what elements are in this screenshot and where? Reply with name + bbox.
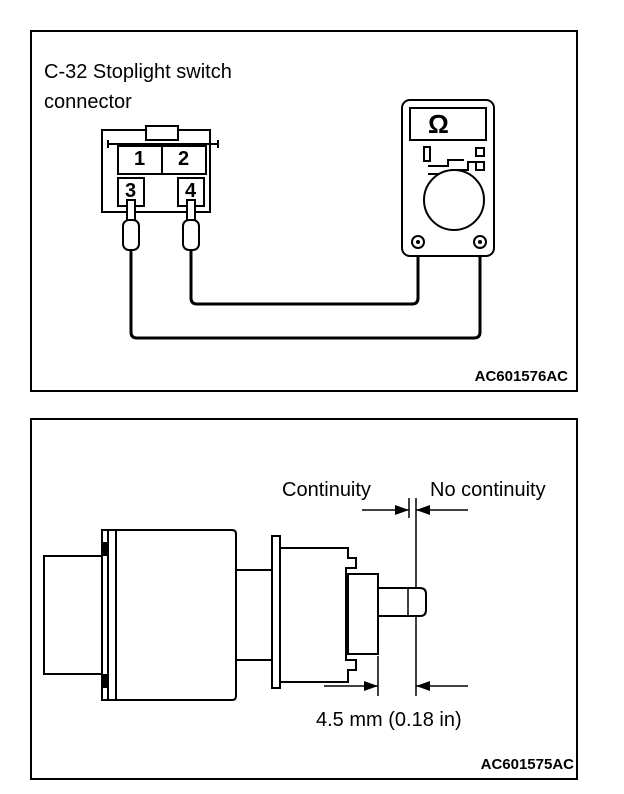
connector-title-line2: connector <box>44 91 132 113</box>
pin-label-3: 3 <box>125 180 137 202</box>
pin-label-4: 4 <box>185 180 197 202</box>
switch-housing-connector <box>43 555 107 675</box>
lead-wire-pin3 <box>129 244 482 340</box>
continuity-label: Continuity <box>282 479 371 501</box>
connector-check-panel: C-32 Stoplight switch connector 1 2 3 4 … <box>30 30 578 392</box>
connector-wiring-diagram <box>101 99 495 340</box>
dimension-label: 4.5 mm (0.18 in) <box>316 709 462 731</box>
connector-latch <box>145 125 179 141</box>
pin-cell-2 <box>161 145 207 175</box>
stoplight-switch-drawing <box>43 498 468 701</box>
ohmmeter <box>401 99 495 257</box>
connector-title-line1: C-32 Stoplight switch <box>44 61 232 83</box>
selector-dial <box>423 169 485 231</box>
meter-display <box>409 107 487 141</box>
continuity-boundary-marks <box>362 498 468 588</box>
plunger-sleeve <box>347 573 379 655</box>
stroke-dimension-marks <box>324 616 468 696</box>
ohm-symbol: Ω <box>428 109 449 139</box>
lead-wire-pin4 <box>189 244 420 306</box>
probe-right <box>182 199 200 251</box>
figure-code: AC601576AC <box>474 368 568 385</box>
switch-thread <box>279 547 357 683</box>
no-continuity-label: No continuity <box>430 479 546 501</box>
switch-flange <box>271 535 281 689</box>
switch-neck <box>235 569 277 661</box>
probe-left <box>122 199 140 251</box>
pin-label-2: 2 <box>178 148 190 170</box>
plunger <box>377 587 427 617</box>
figure-code: AC601575AC <box>480 756 574 773</box>
pin-label-1: 1 <box>134 148 146 170</box>
switch-body <box>101 529 237 701</box>
pin-cell-1 <box>117 145 163 175</box>
switch-stroke-panel: Continuity No continuity 4.5 mm (0.18 in… <box>30 418 578 780</box>
